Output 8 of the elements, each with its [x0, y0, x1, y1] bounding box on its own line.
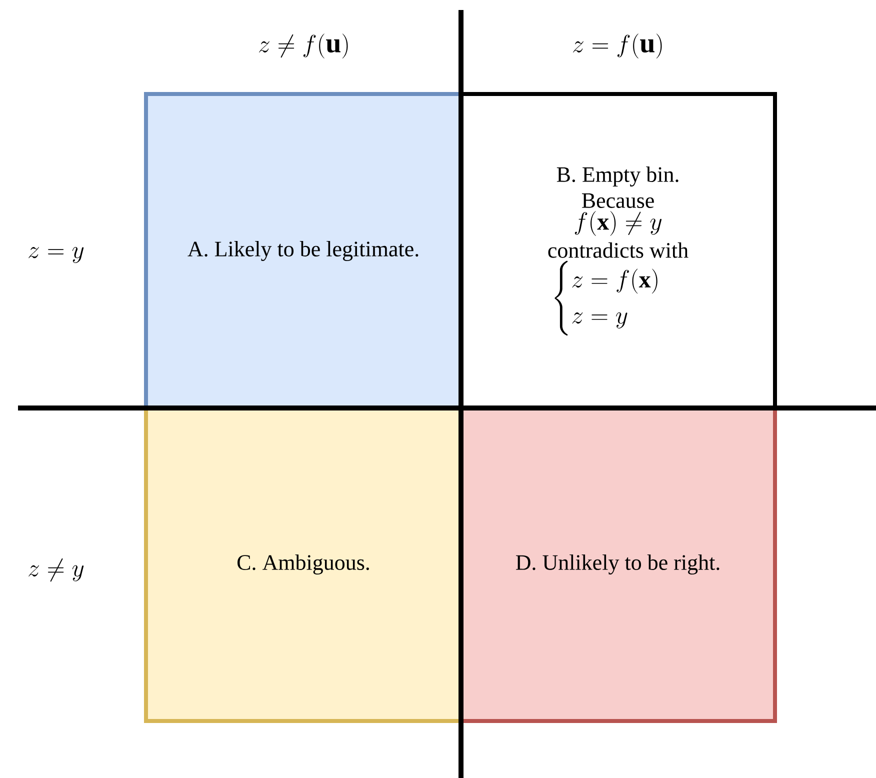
quadrant-box: C. Ambiguous. [144, 406, 463, 723]
quadrant-box: A. Likely to be legitimate. [144, 92, 463, 410]
axis-label: $z \neq y$ [28, 558, 84, 582]
quadrant-box: B. Empty bin. Because $f(\mathbf{x}) \neq y$ contradicts with $\begin{cases} z = f(\mathbf{x}) \\ z = y \end{cases}$ [459, 92, 777, 410]
axis-label: $z = f(\mathbf{u})$ [573, 34, 662, 58]
axis-label: $z \neq f(\mathbf{u})$ [259, 34, 348, 58]
axis-label: $z = y$ [28, 246, 84, 264]
quadrant-box: D. Unlikely to be right. [459, 406, 777, 723]
